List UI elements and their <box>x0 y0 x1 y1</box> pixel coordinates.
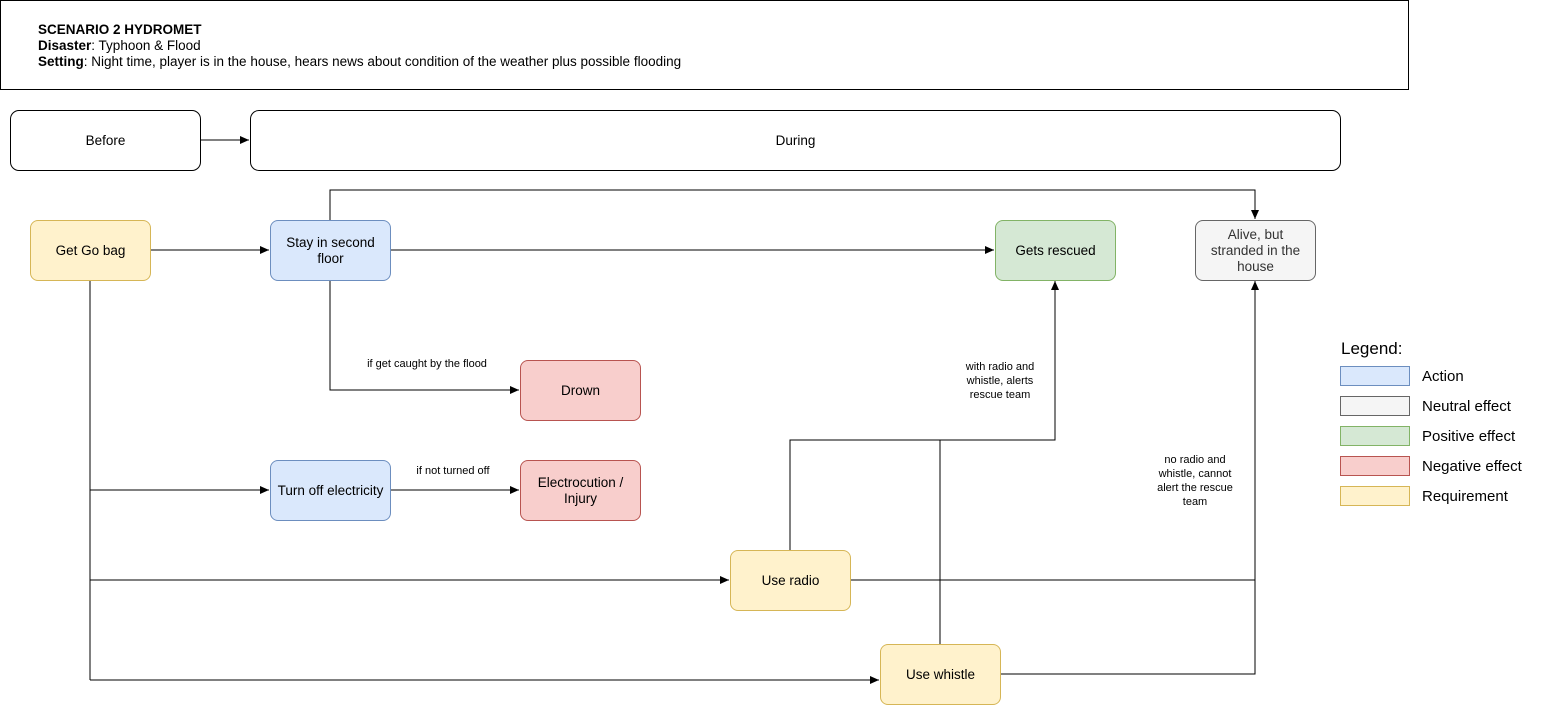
node-stay-second-floor: Stay in second floor <box>270 220 391 281</box>
label-no-radio-whistle: no radio and whistle, cannot alert the r… <box>1148 453 1242 509</box>
setting-label: Setting <box>38 54 84 69</box>
scenario-header-box: SCENARIO 2 HYDROMET Disaster: Typhoon & … <box>0 0 1409 90</box>
legend-swatch <box>1340 366 1410 386</box>
scenario-header-text: SCENARIO 2 HYDROMET Disaster: Typhoon & … <box>38 22 681 70</box>
node-gets-rescued: Gets rescued <box>995 220 1116 281</box>
node-get-go-bag: Get Go bag <box>30 220 151 281</box>
label-not-turned-off: if not turned off <box>410 464 496 478</box>
legend-swatch <box>1340 396 1410 416</box>
legend-label: Negative effect <box>1422 458 1522 475</box>
edge-stay-to-drown <box>329 280 519 394</box>
node-alive-stranded: Alive, but stranded in the house <box>1195 220 1316 281</box>
scenario-title: SCENARIO 2 HYDROMET <box>38 22 202 37</box>
setting-value: : Night time, player is in the house, he… <box>83 54 682 69</box>
edge-stay-to-alive <box>329 189 1259 220</box>
node-turn-off-electricity: Turn off electricity <box>270 460 391 521</box>
legend-swatch <box>1340 486 1410 506</box>
disaster-line: Disaster: Typhoon & Flood <box>38 38 681 54</box>
legend-label: Positive effect <box>1422 428 1516 445</box>
legend-label: Requirement <box>1422 488 1508 505</box>
node-use-radio: Use radio <box>730 550 851 611</box>
legend-swatch <box>1340 456 1410 476</box>
label-caught-by-flood: if get caught by the flood <box>359 357 495 371</box>
legend-swatch <box>1340 426 1410 446</box>
disaster-value: : Typhoon & Flood <box>91 38 201 53</box>
phase-before: Before <box>10 110 201 171</box>
legend-title: Legend: <box>1341 339 1403 358</box>
legend-label: Action <box>1422 368 1464 385</box>
node-drown: Drown <box>520 360 641 421</box>
legend-label: Neutral effect <box>1422 398 1511 415</box>
node-electrocution-injury: Electrocution / Injury <box>520 460 641 521</box>
disaster-label: Disaster <box>38 38 92 53</box>
edge-radio-to-rescued <box>789 281 1059 550</box>
node-use-whistle: Use whistle <box>880 644 1001 705</box>
phase-during: During <box>250 110 1341 171</box>
label-with-radio-whistle: with radio and whistle, alerts rescue te… <box>955 360 1045 402</box>
setting-line: Setting: Night time, player is in the ho… <box>38 54 681 70</box>
edge-whistle-to-alive <box>1000 281 1259 675</box>
